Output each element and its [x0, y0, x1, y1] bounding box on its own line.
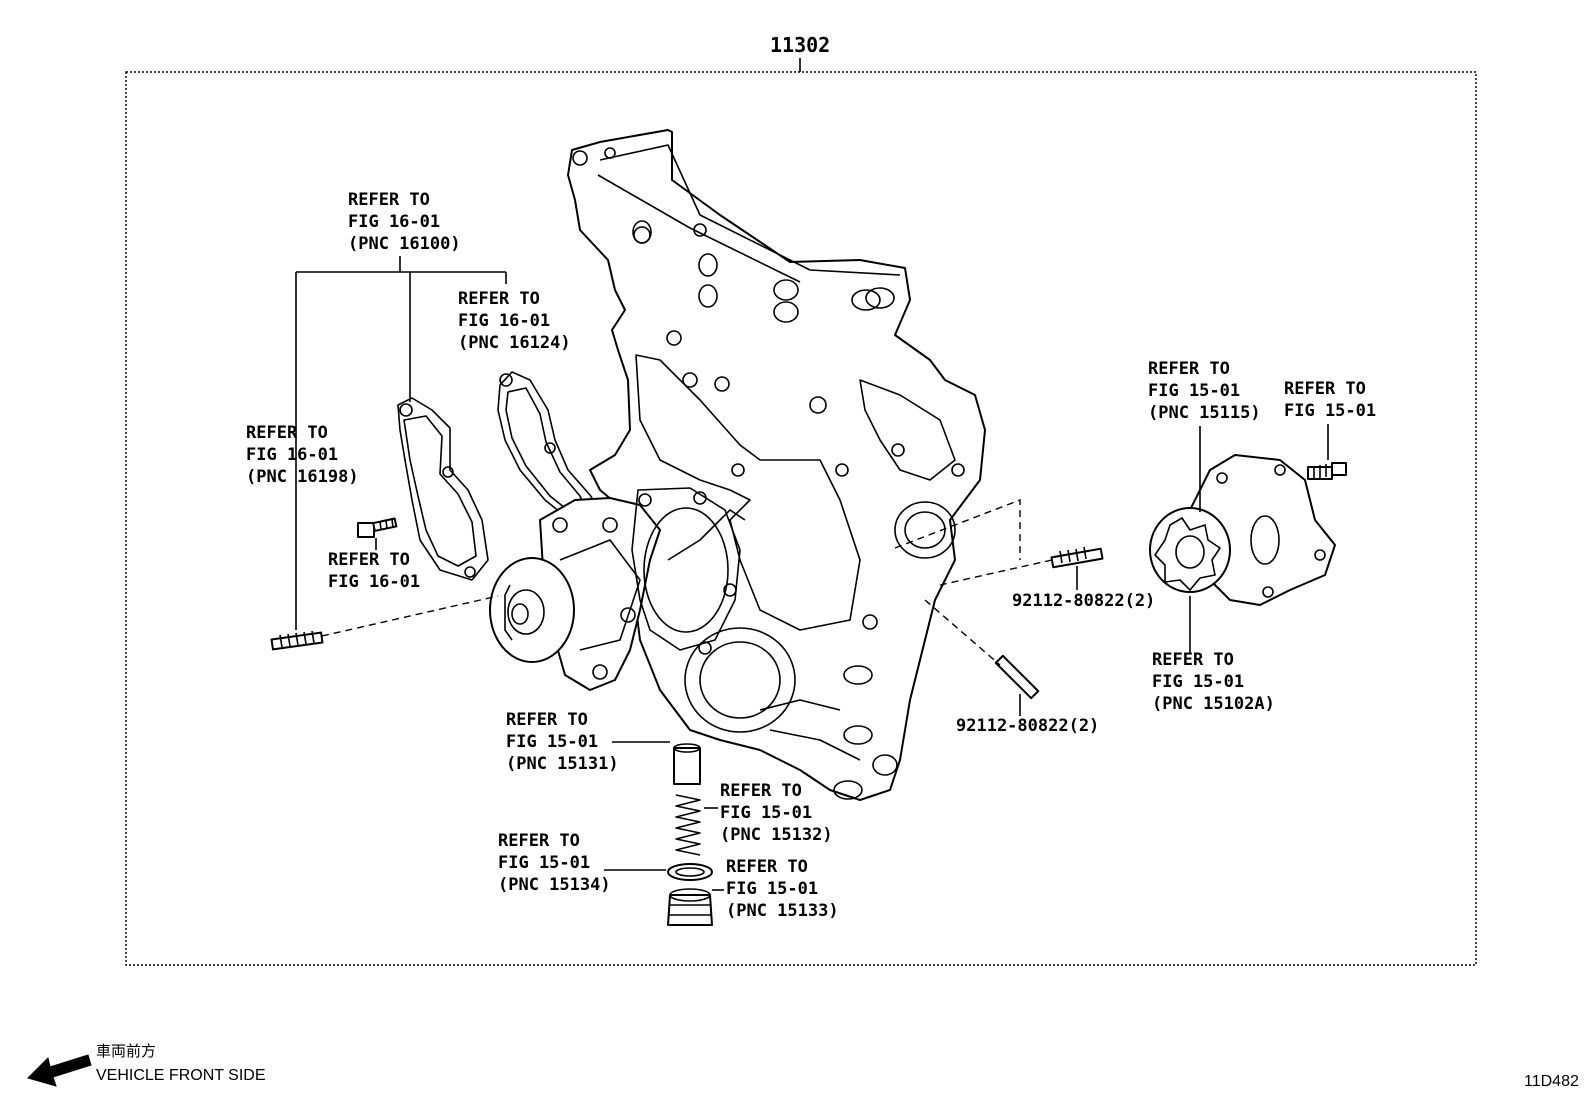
bolt-16-01[interactable]	[357, 517, 398, 538]
callout-pnc-15102a[interactable]: REFER TO FIG 15-01 (PNC 15102A)	[1152, 650, 1275, 714]
svg-text:(PNC 16100): (PNC 16100)	[348, 234, 461, 254]
svg-text:(PNC 15115): (PNC 15115)	[1148, 403, 1261, 423]
relief-valve-spring[interactable]	[675, 794, 701, 856]
callout-pnc-15115[interactable]: REFER TO FIG 15-01 (PNC 15115)	[1148, 359, 1261, 423]
assembly-number[interactable]: 11302	[770, 33, 830, 57]
svg-text:FIG 15-01: FIG 15-01	[498, 853, 590, 873]
svg-text:(PNC 16124): (PNC 16124)	[458, 333, 571, 353]
svg-text:FIG 16-01: FIG 16-01	[348, 212, 440, 232]
svg-text:(PNC 15134): (PNC 15134)	[498, 875, 611, 895]
timing-chain-cover[interactable]	[567, 129, 986, 801]
svg-text:REFER TO: REFER TO	[506, 710, 588, 730]
callout-fig-16-01-bolt[interactable]: REFER TO FIG 16-01	[328, 550, 420, 592]
oil-pump-rotor[interactable]	[1149, 507, 1231, 593]
callout-pnc-15132[interactable]: REFER TO FIG 15-01 (PNC 15132)	[720, 781, 833, 845]
assembly-frame	[125, 71, 1477, 966]
svg-text:REFER TO: REFER TO	[1148, 359, 1230, 379]
pump-alignment-path	[894, 498, 1021, 560]
svg-text:FIG 15-01: FIG 15-01	[506, 732, 598, 752]
part-number-stud-lower[interactable]: 92112-80822(2)	[956, 716, 1099, 736]
illustration-code: 11D482	[1524, 1073, 1579, 1090]
callout-pnc-15131[interactable]: REFER TO FIG 15-01 (PNC 15131)	[506, 710, 619, 774]
part-number-stud-upper[interactable]: 92112-80822(2)	[1012, 591, 1155, 611]
svg-text:REFER TO: REFER TO	[458, 289, 540, 309]
relief-valve-plug[interactable]	[667, 888, 713, 926]
svg-text:FIG 16-01: FIG 16-01	[328, 572, 420, 592]
stud-lower-path	[924, 599, 1001, 666]
oil-pump-bolt[interactable]	[1307, 462, 1347, 480]
svg-text:(PNC 15132): (PNC 15132)	[720, 825, 833, 845]
svg-text:REFER TO: REFER TO	[1284, 379, 1366, 399]
svg-text:REFER TO: REFER TO	[498, 831, 580, 851]
svg-text:FIG 15-01: FIG 15-01	[1148, 381, 1240, 401]
svg-text:REFER TO: REFER TO	[720, 781, 802, 801]
svg-text:FIG 15-01: FIG 15-01	[1284, 401, 1376, 421]
stud-bolt-right-lower[interactable]	[994, 654, 1040, 700]
callout-pnc-16124[interactable]: REFER TO FIG 16-01 (PNC 16124)	[458, 289, 571, 353]
relief-valve-gasket[interactable]	[667, 863, 713, 881]
svg-text:FIG 16-01: FIG 16-01	[458, 311, 550, 331]
svg-text:REFER TO: REFER TO	[726, 857, 808, 877]
svg-text:REFER TO: REFER TO	[1152, 650, 1234, 670]
callout-pnc-15134[interactable]: REFER TO FIG 15-01 (PNC 15134)	[498, 831, 611, 895]
svg-text:FIG 16-01: FIG 16-01	[246, 445, 338, 465]
svg-text:REFER TO: REFER TO	[348, 190, 430, 210]
vehicle-front-japanese: 車両前方	[96, 1042, 156, 1060]
svg-text:FIG 15-01: FIG 15-01	[726, 879, 818, 899]
svg-text:FIG 15-01: FIG 15-01	[1152, 672, 1244, 692]
svg-text:FIG 15-01: FIG 15-01	[720, 803, 812, 823]
svg-text:(PNC 15133): (PNC 15133)	[726, 901, 839, 921]
svg-text:REFER TO: REFER TO	[328, 550, 410, 570]
stud-right-path	[939, 559, 1053, 586]
water-pump-gasket[interactable]	[397, 397, 489, 581]
callout-pnc-15133[interactable]: REFER TO FIG 15-01 (PNC 15133)	[726, 857, 839, 921]
stud-bolt-right-upper[interactable]	[1050, 546, 1104, 569]
svg-text:(PNC 15102A): (PNC 15102A)	[1152, 694, 1275, 714]
stud-left-path	[321, 595, 499, 637]
water-inlet-gasket[interactable]	[631, 487, 741, 655]
callout-pnc-16198[interactable]: REFER TO FIG 16-01 (PNC 16198)	[246, 423, 359, 487]
stud-bolt-left[interactable]	[270, 630, 324, 651]
callout-fig-15-01-bolt[interactable]: REFER TO FIG 15-01	[1284, 379, 1376, 421]
callout-pnc-16100[interactable]: REFER TO FIG 16-01 (PNC 16100)	[348, 190, 461, 254]
arrow-left-down-icon	[27, 1054, 92, 1087]
svg-text:(PNC 15131): (PNC 15131)	[506, 754, 619, 774]
leader-16100	[295, 256, 507, 630]
water-pump[interactable]	[489, 497, 661, 691]
vehicle-front-indicator: 車両前方 VEHICLE FRONT SIDE	[27, 1042, 266, 1087]
svg-text:(PNC 16198): (PNC 16198)	[246, 467, 359, 487]
vehicle-front-english: VEHICLE FRONT SIDE	[96, 1067, 266, 1084]
relief-valve-piston[interactable]	[673, 743, 701, 785]
svg-text:REFER TO: REFER TO	[246, 423, 328, 443]
